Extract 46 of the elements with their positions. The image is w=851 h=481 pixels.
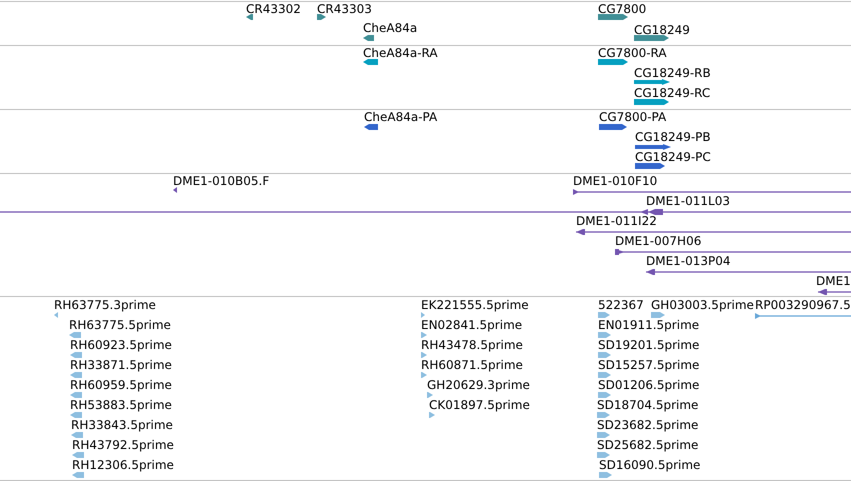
feature-label: RH60959.5prime <box>70 378 172 392</box>
feature-label: RH60871.5prime <box>421 358 523 372</box>
feature-label: CheA84a-PA <box>364 110 438 124</box>
feature-label: RH43478.5prime <box>421 338 523 352</box>
feature-label: RH43792.5prime <box>72 438 174 452</box>
feature-label: RH33843.5prime <box>71 418 173 432</box>
feature-label: CG18249-PB <box>635 130 711 144</box>
feature-label: CG18249-RB <box>634 66 711 80</box>
feature-label: DME1 <box>816 274 851 288</box>
feature-label: SD01206.5prime <box>598 378 700 392</box>
feature-label: RP003290967.5 <box>755 298 851 312</box>
feature-label: DME1-011L03 <box>646 194 730 208</box>
feature-label: CheA84a-RA <box>363 46 438 60</box>
feature-label: RH12306.5prime <box>72 458 174 472</box>
feature-label: EN01911.5prime <box>598 318 700 332</box>
feature-label: CG18249-PC <box>635 150 711 164</box>
feature-label: SD15257.5prime <box>598 358 700 372</box>
feature-label: GH20629.3prime <box>427 378 530 392</box>
feature-label: RH33871.5prime <box>70 358 172 372</box>
feature-label: CK01897.5prime <box>429 398 530 412</box>
feature-label: CG18249-RC <box>634 86 710 100</box>
feature-label: CG7800 <box>598 2 646 16</box>
feature-label: RH63775.5prime <box>69 318 171 332</box>
feature-label: GH03003.5prime <box>651 298 754 312</box>
feature-label: DME1-011I22 <box>576 214 657 228</box>
feature-label: SD18704.5prime <box>597 398 698 412</box>
feature-label: SD19201.5prime <box>598 338 700 352</box>
feature-label: 522367 <box>598 298 644 312</box>
feature-label: RH63775.3prime <box>54 298 156 312</box>
feature-label: RH60923.5prime <box>70 338 172 352</box>
feature-label: CheA84a <box>363 21 418 35</box>
feature-label: CG18249 <box>634 23 690 37</box>
feature-label: CG7800-PA <box>599 110 666 124</box>
feature-label: CR43302 <box>246 2 301 16</box>
feature-label: SD16090.5prime <box>599 458 700 472</box>
feature-label: SD25682.5prime <box>597 438 698 452</box>
feature-label: DME1-007H06 <box>615 234 702 248</box>
feature-label: RH53883.5prime <box>70 398 172 412</box>
feature-label: DME1-010B05.F <box>173 174 270 188</box>
feature-label: CR43303 <box>317 2 372 16</box>
feature-label: DME1-013P04 <box>646 254 731 268</box>
feature-label: DME1-010F10 <box>573 174 658 188</box>
feature-label: SD23682.5prime <box>597 418 698 432</box>
feature-label: EK221555.5prime <box>421 298 529 312</box>
feature-label: EN02841.5prime <box>421 318 522 332</box>
feature-label: CG7800-RA <box>598 46 667 60</box>
